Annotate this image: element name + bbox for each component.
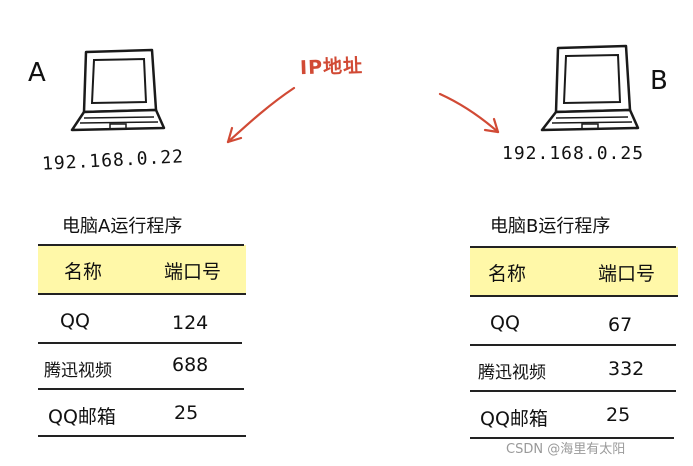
table-a-rule <box>38 342 242 344</box>
table-a-col-name: 名称 <box>64 257 102 284</box>
table-row: QQ邮箱 25 <box>470 394 678 436</box>
table-b-col-port: 端口号 <box>598 259 655 286</box>
table-a-rule <box>38 435 246 437</box>
table-row: QQ 67 <box>470 300 678 344</box>
table-b-rule <box>470 295 678 297</box>
table-b-row-3-port: 25 <box>606 404 630 426</box>
table-b-title: 电脑B运行程序 <box>490 212 610 238</box>
table-row: QQ邮箱 25 <box>38 392 246 434</box>
table-a-rule <box>38 244 244 246</box>
table-a-col-port: 端口号 <box>164 257 221 284</box>
table-b-row-3-name: QQ邮箱 <box>480 404 548 431</box>
table-a-rule <box>38 293 246 295</box>
table-b-row-1-name: QQ <box>490 312 520 334</box>
table-b-rule <box>470 344 676 346</box>
table-a-header-row: 名称 端口号 <box>38 245 246 293</box>
table-row: 腾迅视频 332 <box>470 348 678 390</box>
arrow-to-a-icon <box>228 88 294 142</box>
table-a-title: 电脑A运行程序 <box>62 212 182 238</box>
table-a-row-2-port: 688 <box>172 354 208 376</box>
table-row: QQ 124 <box>38 298 246 342</box>
table-a-row-2-name: 腾迅视频 <box>44 356 112 381</box>
table-b-row-2-port: 332 <box>608 358 644 380</box>
table-a-row-1-port: 124 <box>172 312 208 334</box>
table-b-row-2-name: 腾迅视频 <box>478 358 546 383</box>
table-a-row-3-port: 25 <box>174 402 198 424</box>
table-a-rule <box>38 388 244 390</box>
table-a: 名称 端口号 QQ 124 腾迅视频 688 QQ邮箱 25 <box>38 242 246 442</box>
table-row: 腾迅视频 688 <box>38 346 246 388</box>
arrow-to-b-icon <box>440 94 498 132</box>
watermark: CSDN @海里有太阳 <box>506 438 625 457</box>
table-b-rule <box>470 390 676 392</box>
table-a-row-1-name: QQ <box>60 310 90 332</box>
table-b-rule <box>470 246 676 248</box>
table-b-header-row: 名称 端口号 <box>470 247 678 295</box>
table-a-row-3-name: QQ邮箱 <box>48 402 116 429</box>
table-b: 名称 端口号 QQ 67 腾迅视频 332 QQ邮箱 25 <box>470 244 678 444</box>
table-b-row-1-port: 67 <box>608 314 632 336</box>
table-b-col-name: 名称 <box>488 259 526 286</box>
